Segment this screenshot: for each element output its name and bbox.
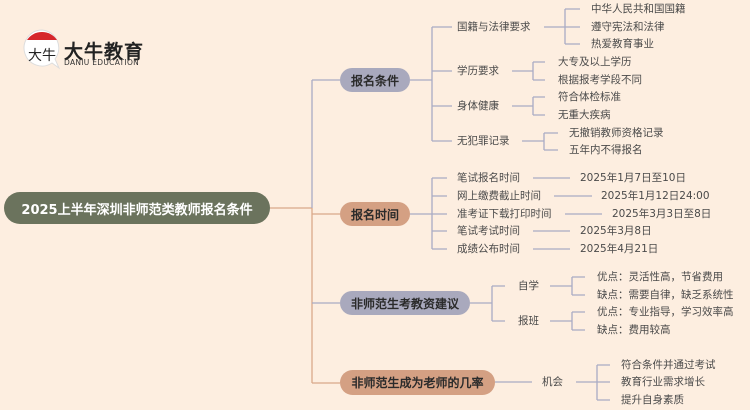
subtopic-criminal-record[interactable]: 无犯罪记录 — [457, 135, 510, 147]
schedule-label: 网上缴费截止时间 — [457, 190, 541, 202]
subtopic-nationality-law[interactable]: 国籍与法律要求 — [457, 21, 531, 33]
schedule-label: 成绩公布时间 — [457, 243, 520, 255]
schedule-value: 2025年1月12日24:00 — [601, 190, 710, 202]
leaf-item[interactable]: 五年内不得报名 — [569, 144, 643, 156]
logo-subtitle: DANIU EDUCATION — [64, 58, 140, 67]
leaf-item[interactable]: 符合体检标准 — [558, 91, 621, 103]
schedule-value: 2025年3月3日至8日 — [612, 208, 712, 220]
logo-title: 大牛教育 — [64, 41, 145, 63]
branch-node-teacher-chances[interactable]: 非师范生成为老师的几率 — [340, 370, 495, 395]
leaf-item[interactable]: 缺点：费用较高 — [597, 324, 671, 336]
branch-node-registration-time[interactable]: 报名时间 — [340, 202, 410, 226]
logo-mark-text: 大牛 — [28, 48, 56, 64]
schedule-label: 准考证下载打印时间 — [457, 208, 552, 220]
logo-bubble-icon: 大牛 — [23, 29, 61, 70]
leaf-item[interactable]: 遵守宪法和法律 — [591, 21, 665, 33]
leaf-item[interactable]: 提升自身素质 — [621, 394, 684, 406]
schedule-label: 笔试报名时间 — [457, 172, 520, 184]
subtopic-health[interactable]: 身体健康 — [457, 100, 499, 112]
branch-node-exam-advice[interactable]: 非师范生考教资建议 — [340, 291, 470, 315]
schedule-value: 2025年4月21日 — [580, 243, 659, 255]
schedule-label: 笔试考试时间 — [457, 225, 520, 237]
leaf-item[interactable]: 符合条件并通过考试 — [621, 359, 716, 371]
logo: 大牛 — [22, 28, 62, 74]
schedule-value: 2025年1月7日至10日 — [580, 172, 686, 184]
root-node[interactable]: 2025上半年深圳非师范类教师报名条件 — [4, 192, 270, 224]
schedule-value: 2025年3月8日 — [580, 225, 652, 237]
subtopic-education[interactable]: 学历要求 — [457, 65, 499, 77]
leaf-item[interactable]: 大专及以上学历 — [558, 56, 632, 68]
leaf-item[interactable]: 教育行业需求增长 — [621, 376, 705, 388]
leaf-item[interactable]: 优点：灵活性高，节省费用 — [597, 271, 723, 283]
branch-node-registration-conditions[interactable]: 报名条件 — [340, 68, 410, 92]
subtopic-class[interactable]: 报班 — [518, 315, 539, 327]
subtopic-self-study[interactable]: 自学 — [518, 280, 539, 292]
leaf-item[interactable]: 缺点：需要自律，缺乏系统性 — [597, 289, 734, 301]
leaf-item[interactable]: 中华人民共和国国籍 — [591, 3, 686, 15]
leaf-item[interactable]: 优点：专业指导，学习效率高 — [597, 306, 734, 318]
leaf-item[interactable]: 无撤销教师资格记录 — [569, 127, 664, 139]
subtopic-opportunity[interactable]: 机会 — [542, 376, 563, 388]
leaf-item[interactable]: 根据报考学段不同 — [558, 74, 642, 86]
leaf-item[interactable]: 无重大疾病 — [558, 109, 611, 121]
leaf-item[interactable]: 热爱教育事业 — [591, 38, 654, 50]
